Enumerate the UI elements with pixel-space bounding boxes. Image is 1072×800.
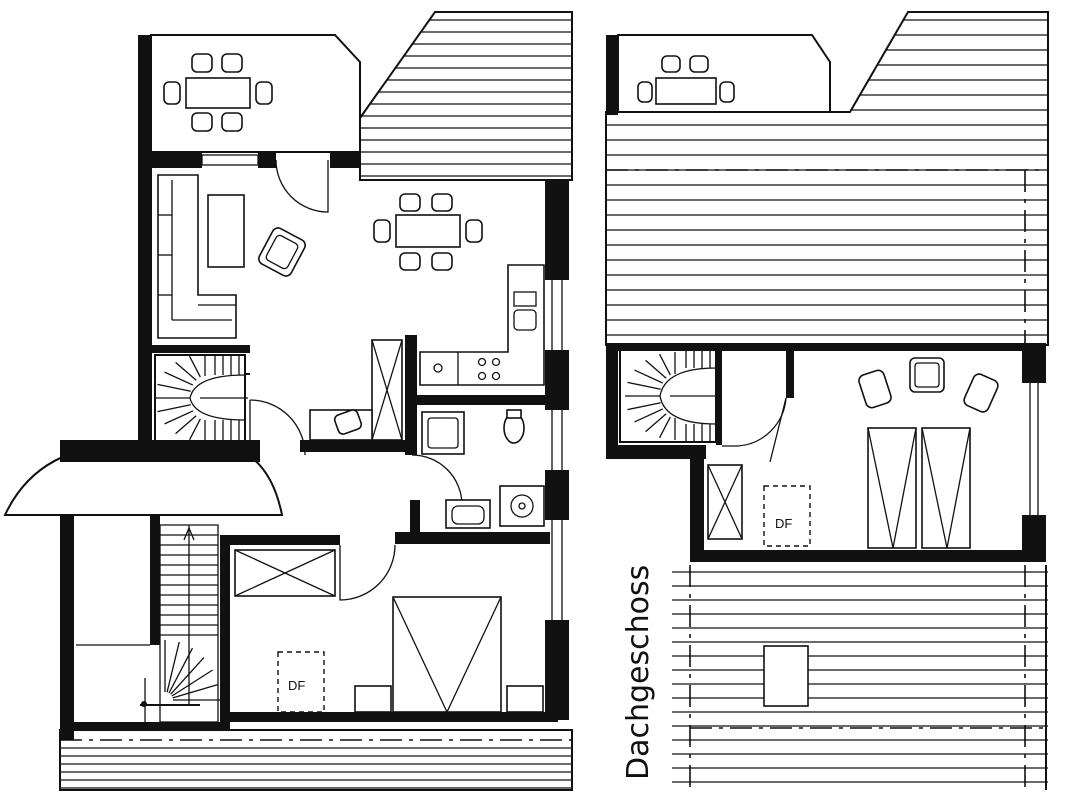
stair-winder-upper bbox=[154, 354, 250, 443]
roof-window-ground: DF bbox=[277, 651, 325, 713]
roof-hatch-bottom bbox=[59, 729, 573, 791]
attic-roof-hatch-bottom bbox=[672, 565, 1048, 790]
attic-balcony bbox=[606, 34, 831, 115]
kitchen-counter bbox=[419, 264, 545, 386]
double-bed bbox=[354, 596, 544, 714]
armchair bbox=[258, 227, 306, 277]
desk bbox=[309, 409, 373, 441]
ground-floor-plan: DF bbox=[3, 11, 573, 791]
door-swings-ground bbox=[249, 159, 463, 601]
entry-canopy bbox=[3, 443, 284, 516]
attic-walls bbox=[606, 343, 1046, 562]
floor-label: Dachgeschoss bbox=[621, 565, 656, 780]
attic-seating bbox=[858, 357, 999, 413]
attic-beds bbox=[867, 427, 971, 549]
attic-door-swing bbox=[722, 397, 787, 447]
attic-skylight bbox=[763, 645, 809, 707]
cabinet-crossed bbox=[371, 339, 403, 441]
sofa bbox=[157, 174, 237, 339]
house-walls bbox=[60, 152, 569, 740]
attic-cabinet bbox=[707, 464, 743, 540]
wardrobe bbox=[234, 549, 336, 597]
dining-set bbox=[373, 193, 483, 271]
terrace-dining-set bbox=[163, 53, 273, 132]
bathroom-fixtures bbox=[421, 409, 545, 529]
stair-straight-entry bbox=[76, 524, 220, 723]
roof-window-attic: DF bbox=[763, 485, 811, 547]
terrace-area bbox=[138, 34, 361, 445]
attic-stair-winder bbox=[619, 349, 717, 443]
attic-door-leaf bbox=[769, 397, 787, 463]
attic-roof-window-label: DF bbox=[775, 516, 792, 531]
roof-hatch-top bbox=[359, 11, 573, 181]
attic-floor-plan: DF Dachgeschoss bbox=[605, 11, 1049, 790]
roof-window-label: DF bbox=[288, 678, 305, 693]
coffee-table bbox=[207, 194, 245, 268]
